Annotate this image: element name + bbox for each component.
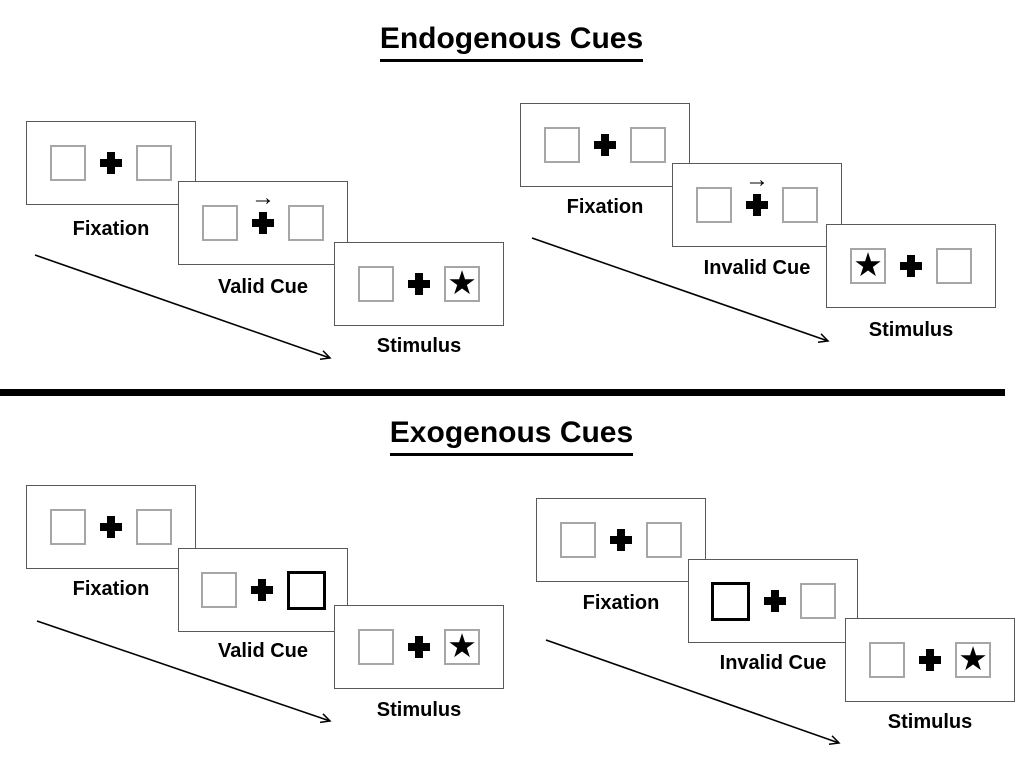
fixation-cross-icon [408,273,430,295]
left-placeholder-box [544,127,580,163]
sequence-arrow [531,237,828,341]
fixation-cross-icon [900,255,922,277]
left-placeholder-box [202,205,238,241]
star-target-box: ★ [850,248,886,284]
panel-label-stimulus: Stimulus [868,319,954,341]
fixation-cross-icon: → [745,168,769,216]
fixation-cross-icon [919,649,941,671]
valid-cue-panel: → [178,181,348,265]
valid-cue-panel [178,548,348,632]
stimulus-panel: ★ [334,605,504,689]
panel-label-invalid-cue: Invalid Cue [703,257,811,279]
left-placeholder-box [560,522,596,558]
stimulus-panel: ★ [826,224,996,308]
fixation-cross-icon [100,152,122,174]
panel-label-stimulus: Stimulus [376,699,462,721]
sequence-arrow [36,620,330,721]
highlighted-cue-box [710,581,750,621]
star-target-box: ★ [444,629,480,665]
star-target-box: ★ [444,266,480,302]
left-placeholder-box [50,145,86,181]
star-stimulus-icon: ★ [447,264,477,301]
panel-label-valid-cue: Valid Cue [217,276,309,298]
panel-label-fixation: Fixation [582,592,660,614]
left-placeholder-box [200,572,237,608]
section-title-endogenous: Endogenous Cues [0,22,1023,62]
right-placeholder-box [630,127,666,163]
panel-label-fixation: Fixation [72,578,150,600]
fixation-cross-icon [100,516,122,538]
star-target-box: ★ [955,642,991,678]
panel-label-stimulus: Stimulus [887,711,973,733]
fixation-cross-icon: → [251,186,275,234]
cue-arrow-right-icon: → [251,184,275,211]
left-placeholder-box [358,266,394,302]
panel-label-fixation: Fixation [566,196,644,218]
sequence-arrow [34,254,330,358]
right-placeholder-box [646,522,682,558]
fixation-cross-icon [408,636,430,658]
fixation-panel [26,121,196,205]
section-title-text: Exogenous Cues [389,416,634,456]
right-placeholder-box [799,583,836,619]
stimulus-panel: ★ [334,242,504,326]
right-placeholder-box [136,145,172,181]
panel-label-valid-cue: Valid Cue [217,640,309,662]
highlighted-cue-box [286,570,326,610]
fixation-cross-icon [610,529,632,551]
left-placeholder-box [869,642,905,678]
star-stimulus-icon: ★ [958,640,988,677]
right-placeholder-box [288,205,324,241]
panel-label-stimulus: Stimulus [376,335,462,357]
right-placeholder-box [936,248,972,284]
fixation-panel [520,103,690,187]
fixation-panel [536,498,706,582]
invalid-cue-panel [688,559,858,643]
panel-label-invalid-cue: Invalid Cue [719,652,827,674]
stimulus-panel: ★ [845,618,1015,702]
section-divider [0,389,1005,396]
left-placeholder-box [50,509,86,545]
section-title-exogenous: Exogenous Cues [0,416,1023,456]
left-placeholder-box [358,629,394,665]
section-title-text: Endogenous Cues [379,22,644,62]
fixation-panel [26,485,196,569]
fixation-cross-icon [763,590,786,612]
invalid-cue-panel: → [672,163,842,247]
right-placeholder-box [136,509,172,545]
left-placeholder-box [696,187,732,223]
fixation-cross-icon [594,134,616,156]
star-stimulus-icon: ★ [853,246,883,283]
cue-arrow-right-icon: → [745,166,769,193]
fixation-cross-icon [250,579,273,601]
panel-label-fixation: Fixation [72,218,150,240]
right-placeholder-box [782,187,818,223]
star-stimulus-icon: ★ [447,627,477,664]
